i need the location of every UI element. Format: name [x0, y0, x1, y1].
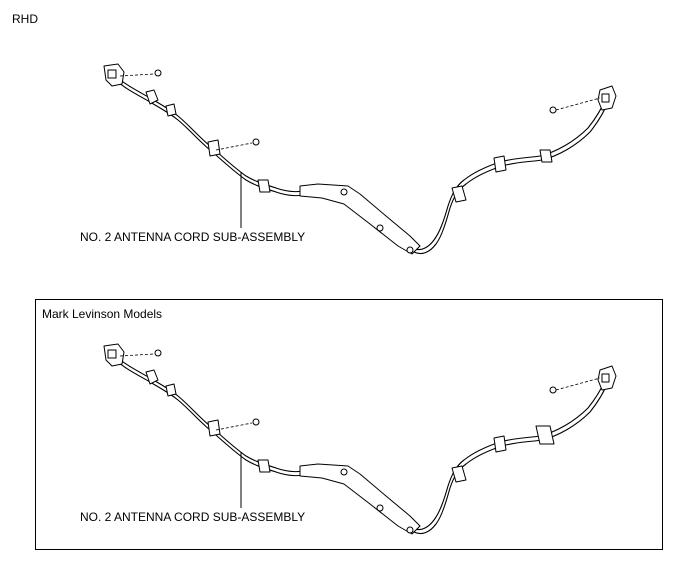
- clamp-icon: [165, 103, 177, 117]
- clamp-icon: [145, 369, 159, 385]
- part-callout-lower: NO. 2 ANTENNA CORD SUB-ASSEMBLY: [80, 510, 306, 524]
- bolt-icon: [252, 418, 260, 426]
- bolt-icon: [549, 106, 557, 114]
- mark-levinson-panel: [35, 299, 663, 550]
- cord-assembly-upper: [103, 63, 617, 255]
- clamp-icon: [493, 435, 507, 453]
- bracket-icon: [299, 463, 421, 535]
- clamp-icon: [535, 425, 555, 445]
- clamp-icon: [451, 185, 467, 203]
- bracket-icon: [299, 183, 421, 255]
- clamp-icon: [207, 139, 221, 157]
- clamp-icon: [257, 459, 271, 473]
- clamp-icon: [493, 155, 507, 173]
- region-label: RHD: [12, 12, 38, 26]
- clamp-icon: [257, 179, 271, 193]
- clamp-icon: [451, 465, 467, 483]
- panel-title: Mark Levinson Models: [42, 307, 163, 321]
- part-callout-upper: NO. 2 ANTENNA CORD SUB-ASSEMBLY: [80, 230, 306, 244]
- bolt-icon: [549, 386, 557, 394]
- bolt-icon: [154, 349, 162, 357]
- clamp-icon: [145, 89, 159, 105]
- bolt-icon: [154, 69, 162, 77]
- clamp-icon: [207, 419, 221, 437]
- bolt-icon: [252, 138, 260, 146]
- cord-assembly-lower: [103, 343, 617, 535]
- clamp-icon: [539, 149, 553, 163]
- clamp-icon: [165, 383, 177, 397]
